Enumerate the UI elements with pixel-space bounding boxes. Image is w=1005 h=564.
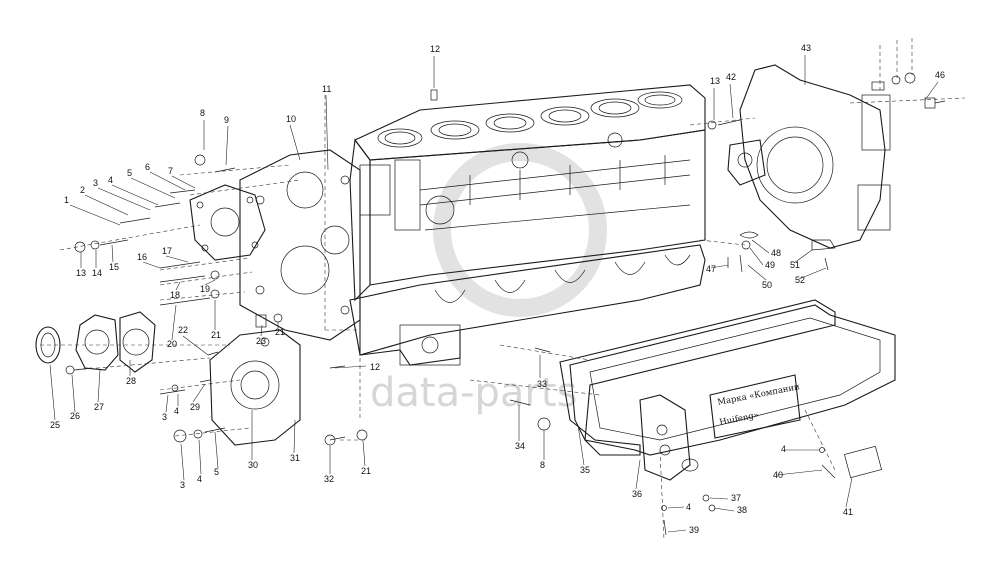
- callout-41: 41: [843, 507, 853, 517]
- callout-4: 4: [108, 175, 113, 185]
- callout-28: 28: [126, 376, 136, 386]
- callout-38: 38: [737, 505, 747, 515]
- callout-6: 6: [145, 162, 150, 172]
- callout-4-e: 4: [781, 444, 786, 454]
- assembly-lines: [40, 38, 966, 541]
- callout-13: 13: [76, 268, 86, 278]
- callout-30: 30: [248, 460, 258, 470]
- callout-39: 39: [689, 525, 699, 535]
- oil-pan-gasket: [559, 299, 836, 456]
- callout-42: 42: [726, 72, 736, 82]
- callout-11: 11: [322, 84, 331, 94]
- cylinder-block: [349, 84, 706, 366]
- nameplate: Марка «Компании Huifeng»: [709, 374, 801, 439]
- callout-36: 36: [632, 489, 642, 499]
- callout-21-a: 21: [211, 330, 221, 340]
- callout-21-c: 21: [361, 466, 371, 476]
- callout-46: 46: [935, 70, 945, 80]
- callout-7: 7: [168, 166, 173, 176]
- callout-14: 14: [92, 268, 102, 278]
- callout-31: 31: [290, 453, 300, 463]
- nameplate-line-1: Марка «Компании: [717, 382, 801, 408]
- callout-52: 52: [795, 275, 805, 285]
- gear-housing-plate: [239, 149, 361, 341]
- callout-51: 51: [790, 260, 800, 270]
- callout-29: 29: [190, 402, 200, 412]
- oil-pan: [569, 304, 896, 481]
- callout-34: 34: [515, 441, 525, 451]
- callout-5-b: 5: [214, 467, 219, 477]
- callout-25: 25: [50, 420, 60, 430]
- callout-17: 17: [162, 246, 172, 256]
- leader-lines: [49, 55, 939, 533]
- callout-47: 47: [706, 264, 716, 274]
- callout-8-b: 8: [540, 460, 545, 470]
- callout-26: 26: [70, 411, 80, 421]
- callout-16: 16: [137, 252, 147, 262]
- callout-49: 49: [765, 260, 775, 270]
- front-cover-plate: [209, 329, 301, 446]
- callout-22: 22: [178, 325, 188, 335]
- callout-19: 19: [200, 284, 210, 294]
- callout-48: 48: [771, 248, 781, 258]
- callout-3-b: 3: [162, 412, 167, 422]
- callout-35: 35: [580, 465, 590, 475]
- callout-12-mid: 12: [370, 362, 380, 372]
- callout-9: 9: [224, 115, 229, 125]
- callout-32: 32: [324, 474, 334, 484]
- callout-33: 33: [537, 379, 547, 389]
- callout-10: 10: [286, 114, 296, 124]
- callout-20: 20: [167, 339, 177, 349]
- callout-1: 1: [64, 195, 69, 205]
- callout-15: 15: [109, 262, 119, 272]
- callout-3: 3: [93, 178, 98, 188]
- callout-50: 50: [762, 280, 772, 290]
- watermark: data-parts: [370, 370, 577, 416]
- callout-4-c: 4: [197, 474, 202, 484]
- seal-housing: [35, 311, 156, 373]
- callout-18: 18: [170, 290, 180, 300]
- callout-4-b: 4: [174, 406, 179, 416]
- callout-4-d: 4: [686, 502, 691, 512]
- callout-labels: 1 2 3 4 5 6 7 8 9 10 11 12 13 14 15 16 1…: [50, 43, 945, 535]
- callout-43: 43: [801, 43, 811, 53]
- callout-12-top: 12: [430, 44, 440, 54]
- nameplate-line-2: Huifeng»: [719, 411, 760, 428]
- callout-13-b: 13: [710, 76, 720, 86]
- callout-23: 23: [256, 336, 266, 346]
- callout-27: 27: [94, 402, 104, 412]
- water-pump-cover: [189, 184, 266, 261]
- callout-5: 5: [127, 168, 132, 178]
- callout-37: 37: [731, 493, 741, 503]
- callout-2: 2: [80, 185, 85, 195]
- callout-3-c: 3: [180, 480, 185, 490]
- callout-21-b: 21: [275, 327, 285, 337]
- flywheel-housing: [727, 64, 891, 249]
- callout-8: 8: [200, 108, 205, 118]
